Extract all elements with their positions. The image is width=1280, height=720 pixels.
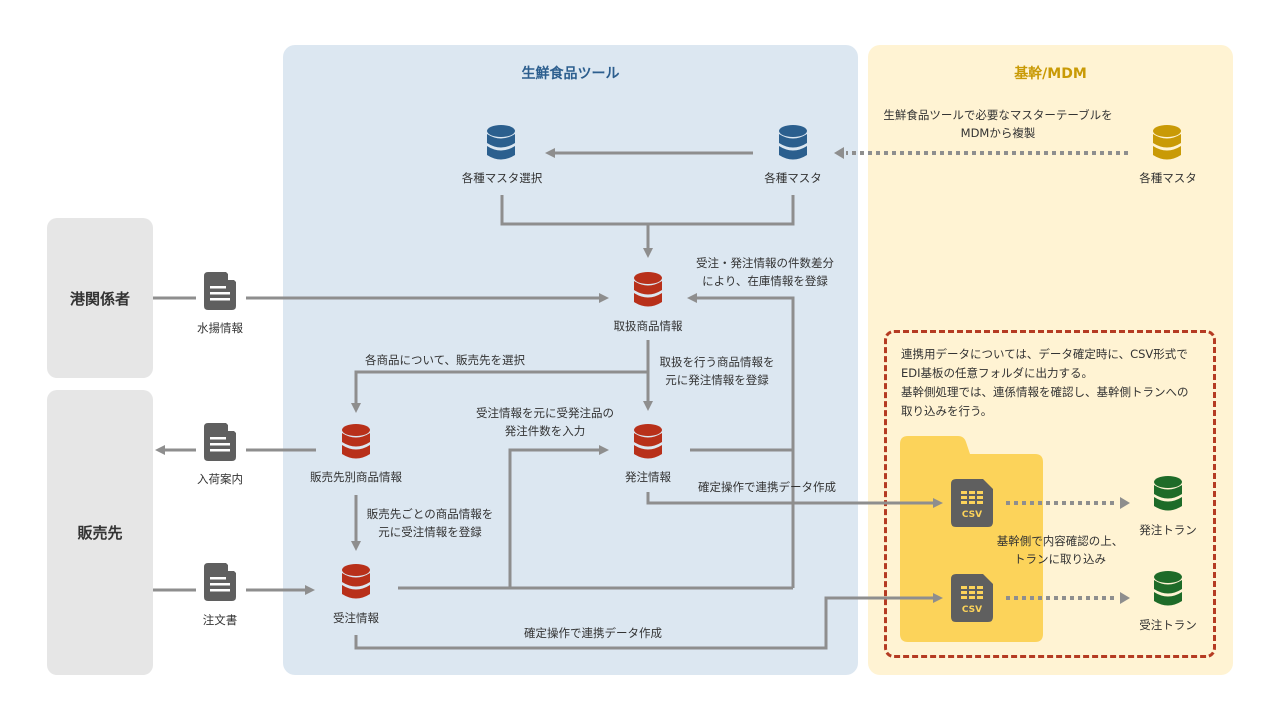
note-register-so: 販売先ごとの商品情報を 元に受注情報を登録: [367, 505, 493, 541]
note-mdm-copy: 生鮮食品ツールで必要なマスターテーブルを MDMから複製: [883, 106, 1112, 142]
database-icon-purchase-tran: [1154, 476, 1182, 511]
note-enter-quantity: 受注情報を元に受発注品の 発注件数を入力: [476, 404, 614, 440]
arrow-so-to-po: [508, 445, 609, 588]
label-arrival-notice: 入荷案内: [197, 472, 243, 486]
note-inventory-line2: により、在庫情報を登録: [702, 274, 828, 288]
edi-line-1: 連携用データについては、データ確定時に、CSV形式で: [901, 347, 1188, 361]
note-mdm-copy-line2: MDMから複製: [960, 126, 1036, 140]
note-confirm-po-text: 確定操作で連携データ作成: [698, 480, 836, 494]
actor-customer: 販売先: [47, 390, 153, 675]
note-enter-quantity-line1: 受注情報を元に受発注品の: [476, 406, 614, 420]
label-landing-info: 水揚情報: [197, 321, 243, 335]
label-handled-products: 取扱商品情報: [613, 319, 683, 333]
note-inventory: 受注・発注情報の件数差分 により、在庫情報を登録: [696, 254, 834, 290]
note-confirm-so-text: 確定操作で連携データ作成: [524, 626, 662, 640]
line-masters-merge: [500, 195, 795, 226]
note-register-po-line2: 元に発注情報を登録: [665, 373, 769, 387]
label-customer-products: 販売先別商品情報: [310, 470, 402, 484]
document-icon-order-form: [204, 563, 236, 601]
label-purchase-tran: 発注トラン: [1139, 523, 1197, 537]
note-confirm-po: 確定操作で連携データ作成: [698, 478, 836, 496]
folder-icon: [900, 436, 1043, 642]
arrowhead-dotted-potran: [1120, 497, 1130, 509]
label-sales-orders: 受注情報: [333, 611, 379, 625]
document-icon-landing-info: [204, 272, 236, 310]
csv-label-po: CSV: [961, 510, 983, 520]
arrowhead-dotted-sotran: [1120, 592, 1130, 604]
note-confirm-so: 確定操作で連携データ作成: [524, 624, 662, 642]
actor-customer-label: 販売先: [77, 524, 123, 542]
actor-port-staff: 港関係者: [47, 218, 153, 378]
arrow-inventory-feedback: [687, 293, 795, 588]
edi-line-4: 取り込みを行う。: [901, 404, 993, 418]
arrowhead-dotted-mdm: [834, 147, 844, 159]
note-import: 基幹側で内容確認の上、 トランに取り込み: [997, 532, 1124, 568]
note-import-line2: トランに取り込み: [1014, 552, 1106, 566]
arrow-handled-to-custprod: [351, 370, 648, 413]
csv-file-icon-so: CSV: [951, 574, 993, 622]
csv-file-icon-po: CSV: [951, 479, 993, 527]
arrow-so-to-csv: [354, 593, 943, 650]
note-register-po: 取扱を行う商品情報を 元に発注情報を登録: [660, 353, 775, 389]
note-register-so-line2: 元に受注情報を登録: [378, 525, 482, 539]
tool-panel-title: 生鮮食品ツール: [521, 66, 620, 82]
label-master-mdm: 各種マスタ: [1139, 171, 1197, 185]
note-mdm-copy-line1: 生鮮食品ツールで必要なマスターテーブルを: [883, 108, 1113, 122]
document-icon-arrival-notice: [204, 423, 236, 461]
label-master-tool: 各種マスタ: [764, 171, 822, 185]
note-select-customer: 各商品について、販売先を選択: [365, 351, 525, 369]
database-icon-sales-orders: [342, 564, 370, 599]
note-import-line1: 基幹側で内容確認の上、: [996, 534, 1124, 548]
csv-label-so: CSV: [961, 605, 983, 615]
edi-dashed-box: [884, 330, 1216, 658]
label-master-select: 各種マスタ選択: [461, 171, 543, 185]
mdm-panel-title: 基幹/MDM: [1014, 66, 1087, 82]
note-register-so-line1: 販売先ごとの商品情報を: [366, 507, 494, 521]
note-enter-quantity-line2: 発注件数を入力: [504, 424, 586, 438]
database-icon-sales-tran: [1154, 571, 1182, 606]
actor-port-label: 港関係者: [69, 289, 130, 308]
edi-line-3: 基幹側処理では、連係情報を確認し、基幹側トランへの: [901, 385, 1189, 399]
label-order-form: 注文書: [202, 613, 238, 627]
note-register-po-line1: 取扱を行う商品情報を: [659, 355, 775, 369]
edi-description: 連携用データについては、データ確定時に、CSV形式で EDI基板の任意フォルダに…: [901, 345, 1189, 421]
database-icon-customer-products: [342, 424, 370, 459]
label-purchase-orders: 発注情報: [625, 470, 671, 484]
note-select-customer-text: 各商品について、販売先を選択: [364, 353, 526, 367]
database-icon-purchase-orders: [634, 424, 662, 459]
label-sales-tran: 受注トラン: [1139, 618, 1197, 632]
database-icon-master-tool: [779, 125, 807, 160]
database-icon-handled-products: [634, 272, 662, 307]
note-inventory-line1: 受注・発注情報の件数差分: [696, 256, 834, 270]
arrow-po-to-csv: [646, 492, 943, 508]
database-icon-master-select: [487, 125, 515, 160]
database-icon-master-mdm: [1153, 125, 1181, 160]
fresh-food-tool-panel: 生鮮食品ツール: [283, 45, 858, 675]
edi-line-2: EDI基板の任意フォルダに出力する。: [901, 366, 1094, 380]
